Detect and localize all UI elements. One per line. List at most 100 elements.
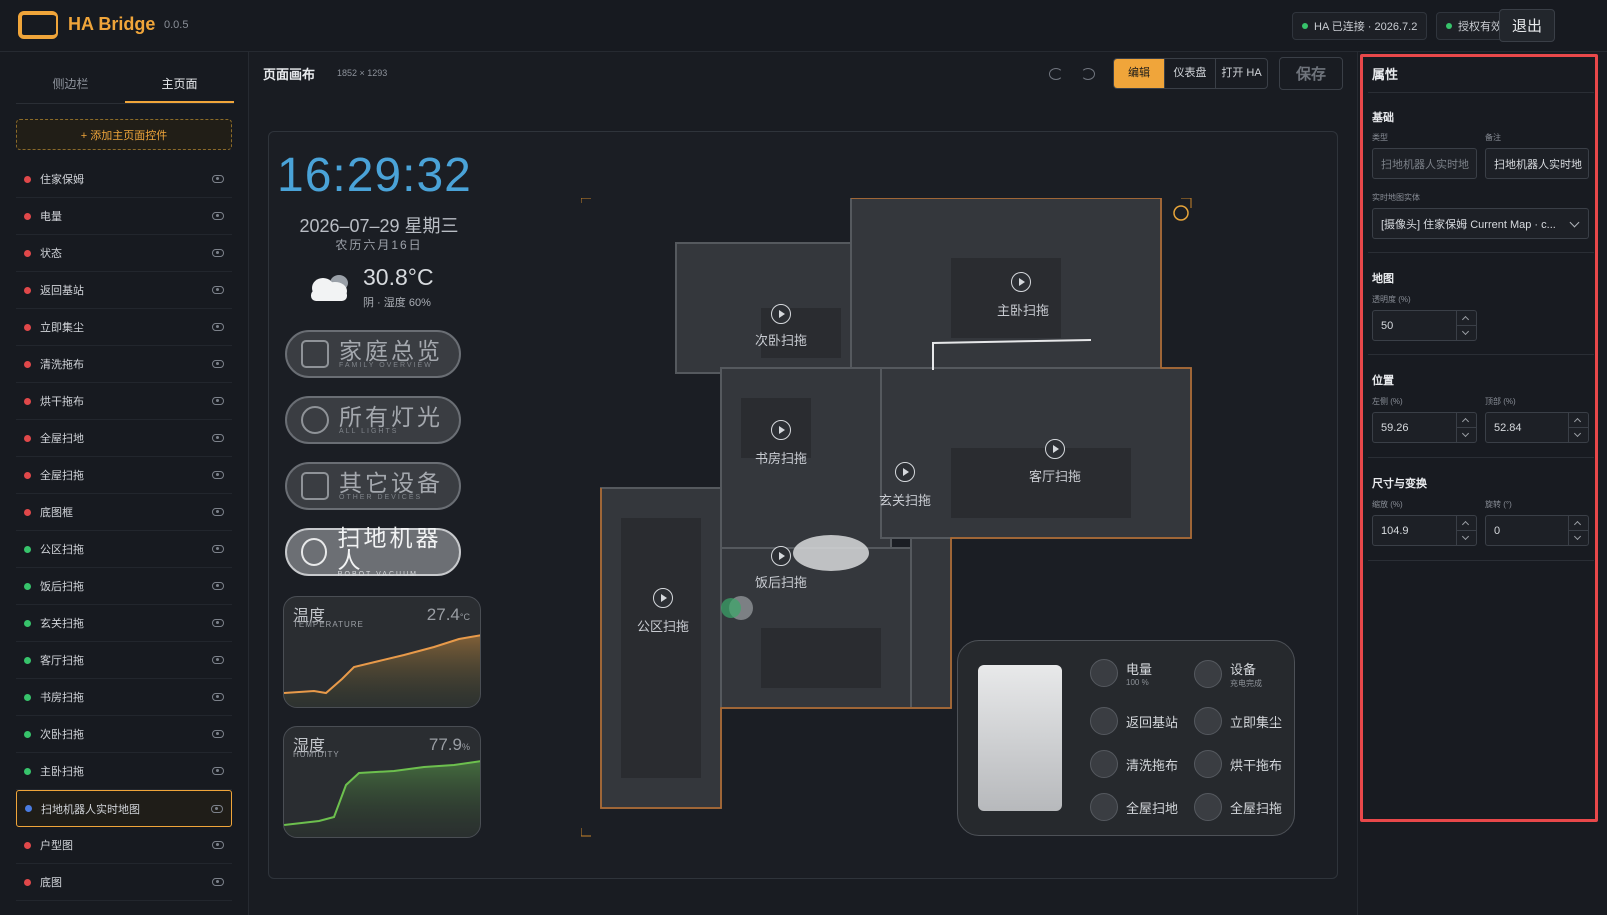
spinner-icon[interactable] — [1568, 413, 1589, 442]
room-play-icon[interactable] — [771, 304, 791, 324]
list-item[interactable]: 底图框 — [16, 494, 232, 531]
redo-icon[interactable] — [1081, 68, 1095, 80]
live-map-widget[interactable]: 次卧扫拖 主卧扫拖 书房扫拖 玄关扫拖 客厅扫拖 饭后扫拖 公区扫拖 — [580, 197, 1201, 838]
room-play-icon[interactable] — [1011, 272, 1031, 292]
list-item[interactable]: 扫地机器人实时地图 — [16, 790, 232, 827]
tab-main-page[interactable]: 主页面 — [125, 66, 234, 103]
entity-select[interactable]: [摄像头] 住家保姆 Current Map · c... — [1372, 208, 1589, 239]
eye-icon[interactable] — [211, 804, 223, 813]
eye-icon[interactable] — [212, 693, 224, 701]
eye-icon[interactable] — [212, 508, 224, 516]
status-dot-icon — [24, 249, 31, 257]
type-label: 类型 — [1372, 133, 1388, 142]
eye-icon[interactable] — [212, 582, 224, 590]
list-item[interactable]: 状态 — [16, 235, 232, 272]
return-dock-button[interactable]: 返回基站 — [1090, 707, 1178, 735]
list-item[interactable]: 公区扫拖 — [16, 531, 232, 568]
tab-sidebar[interactable]: 侧边栏 — [52, 77, 89, 91]
eye-icon[interactable] — [212, 841, 224, 849]
list-item-label: 返回基站 — [40, 285, 84, 297]
room-play-icon[interactable] — [771, 546, 791, 566]
eye-icon[interactable] — [212, 471, 224, 479]
list-item-label: 全屋扫拖 — [40, 470, 84, 482]
room-play-icon[interactable] — [653, 588, 673, 608]
play-icon — [1090, 793, 1118, 821]
humidity-card[interactable]: 湿度 HUMIDITY 77.9% — [283, 726, 481, 838]
list-item-label: 公区扫拖 — [40, 544, 84, 556]
empty-dust-button[interactable]: 立即集尘 — [1194, 707, 1282, 735]
humidity-subtitle: HUMIDITY — [293, 750, 340, 759]
open-ha-button[interactable]: 打开 HA — [1221, 67, 1262, 79]
mode-dashboard-button[interactable]: 仪表盘 — [1165, 59, 1216, 88]
eye-icon[interactable] — [212, 323, 224, 331]
status-dot-icon — [24, 434, 31, 442]
note-field[interactable]: 扫地机器人实时地 — [1485, 148, 1589, 179]
eye-icon[interactable] — [212, 212, 224, 220]
mode-edit-button[interactable]: 编辑 — [1114, 59, 1165, 88]
list-item[interactable]: 全屋扫拖 — [16, 457, 232, 494]
divider — [1368, 252, 1594, 253]
list-item[interactable]: 玄关扫拖 — [16, 605, 232, 642]
list-item[interactable]: 饭后扫拖 — [16, 568, 232, 605]
eye-icon[interactable] — [212, 619, 224, 627]
add-widget-button[interactable]: + 添加主页面控件 — [16, 119, 232, 150]
list-item[interactable]: 客厅扫拖 — [16, 642, 232, 679]
eye-icon[interactable] — [212, 656, 224, 664]
nav-subtitle: FAMILY OVERVIEW — [339, 361, 433, 369]
rotate-stepper[interactable]: 0 — [1485, 515, 1589, 546]
lunar-date: 农历六月16日 — [335, 238, 423, 252]
list-item[interactable]: 电量 — [16, 198, 232, 235]
whole-sweep-mop-button[interactable]: 全屋扫拖 — [1194, 793, 1282, 821]
eye-icon[interactable] — [212, 878, 224, 886]
scale-stepper[interactable]: 104.9 — [1372, 515, 1477, 546]
list-item[interactable]: 立即集尘 — [16, 309, 232, 346]
spinner-icon[interactable] — [1456, 516, 1477, 545]
eye-icon[interactable] — [212, 434, 224, 442]
eye-icon[interactable] — [212, 175, 224, 183]
page-stage[interactable]: 16:29:32 2026–07–29 星期三 农历六月16日 30.8°C 阴… — [268, 131, 1338, 879]
list-item[interactable]: 户型图 — [16, 827, 232, 864]
eye-icon[interactable] — [212, 360, 224, 368]
list-item[interactable]: 烘干拖布 — [16, 383, 232, 420]
type-field[interactable]: 扫地机器人实时地 — [1372, 148, 1477, 179]
list-item[interactable]: 次卧扫拖 — [16, 716, 232, 753]
play-icon — [1194, 793, 1222, 821]
eye-icon[interactable] — [212, 397, 224, 405]
list-item[interactable]: 住家保姆 — [16, 161, 232, 198]
room-play-icon[interactable] — [895, 462, 915, 482]
list-item[interactable]: 全屋扫地 — [16, 420, 232, 457]
eye-icon[interactable] — [212, 767, 224, 775]
eye-icon[interactable] — [212, 249, 224, 257]
eye-icon[interactable] — [212, 545, 224, 553]
spinner-icon[interactable] — [1456, 311, 1477, 340]
room-play-icon[interactable] — [771, 420, 791, 440]
eye-icon[interactable] — [212, 730, 224, 738]
whole-sweep-button[interactable]: 全屋扫地 — [1090, 793, 1178, 821]
spinner-icon[interactable] — [1456, 413, 1477, 442]
left-stepper[interactable]: 59.26 — [1372, 412, 1477, 443]
list-item[interactable]: 主卧扫拖 — [16, 753, 232, 790]
cloud-icon — [311, 275, 348, 301]
room-play-icon[interactable] — [1045, 439, 1065, 459]
top-stepper[interactable]: 52.84 — [1485, 412, 1589, 443]
action-label: 清洗拖布 — [1126, 757, 1179, 773]
temperature-card[interactable]: 温度 TEMPERATURE 27.4°C — [283, 596, 481, 708]
room-label-second-bedroom: 次卧扫拖 — [754, 333, 807, 348]
list-item[interactable]: 清洗拖布 — [16, 346, 232, 383]
undo-icon[interactable] — [1049, 68, 1063, 80]
opacity-stepper[interactable]: 50 — [1372, 310, 1477, 341]
list-item[interactable]: 书房扫拖 — [16, 679, 232, 716]
status-dot-icon — [24, 730, 31, 738]
eye-icon[interactable] — [212, 286, 224, 294]
dry-mop-button[interactable]: 烘干拖布 — [1194, 750, 1282, 778]
logout-button[interactable]: 退出 — [1499, 9, 1555, 42]
save-button[interactable]: 保存 — [1279, 57, 1343, 90]
list-item[interactable]: 底图 — [16, 864, 232, 901]
spinner-icon[interactable] — [1568, 516, 1589, 545]
list-item[interactable]: 返回基站 — [16, 272, 232, 309]
wash-mop-button[interactable]: 清洗拖布 — [1090, 750, 1178, 778]
